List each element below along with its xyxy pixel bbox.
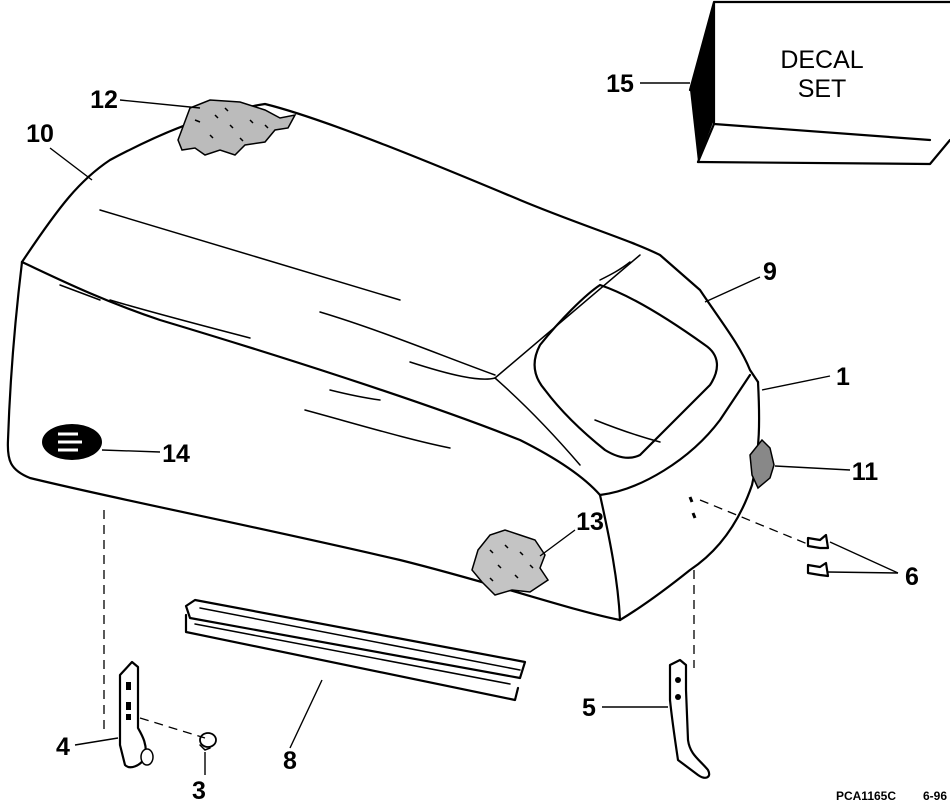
callout-12: 12 bbox=[90, 86, 118, 114]
leader-lines bbox=[49, 82, 899, 775]
reference-date: 6-96 bbox=[923, 789, 947, 803]
figure-reference: PCA1165C 6-96 bbox=[836, 789, 947, 803]
callout-10: 10 bbox=[26, 120, 54, 148]
callout-4: 4 bbox=[56, 733, 70, 761]
callout-15: 15 bbox=[606, 70, 634, 98]
callout-9: 9 bbox=[763, 258, 777, 286]
decal-set-label-line1: DECAL bbox=[780, 46, 863, 74]
reference-code: PCA1165C bbox=[836, 789, 896, 803]
decal-set-box: DECAL SET bbox=[688, 0, 950, 166]
bracket-4 bbox=[118, 660, 154, 769]
callout-5: 5 bbox=[582, 694, 596, 722]
callout-11: 11 bbox=[852, 458, 879, 486]
callout-1: 1 bbox=[836, 363, 850, 391]
assembly-lines bbox=[103, 496, 811, 739]
callout-6: 6 bbox=[905, 563, 919, 591]
callout-labels: 15 12 10 9 1 11 14 13 6 5 4 3 8 bbox=[26, 70, 919, 803]
decal-set-label-line2: SET bbox=[798, 75, 847, 103]
emblem-14 bbox=[42, 424, 102, 460]
callout-3: 3 bbox=[192, 777, 206, 803]
motor-cover bbox=[6, 102, 761, 622]
decal-11 bbox=[749, 438, 775, 490]
screw-3 bbox=[199, 732, 217, 751]
screws-6 bbox=[806, 533, 830, 578]
callout-14: 14 bbox=[162, 440, 190, 468]
bracket-5 bbox=[668, 658, 711, 779]
callout-13: 13 bbox=[576, 508, 604, 536]
decal-13 bbox=[471, 529, 550, 596]
callout-8: 8 bbox=[283, 747, 297, 775]
seal-8 bbox=[184, 598, 527, 702]
decal-12 bbox=[177, 99, 297, 156]
